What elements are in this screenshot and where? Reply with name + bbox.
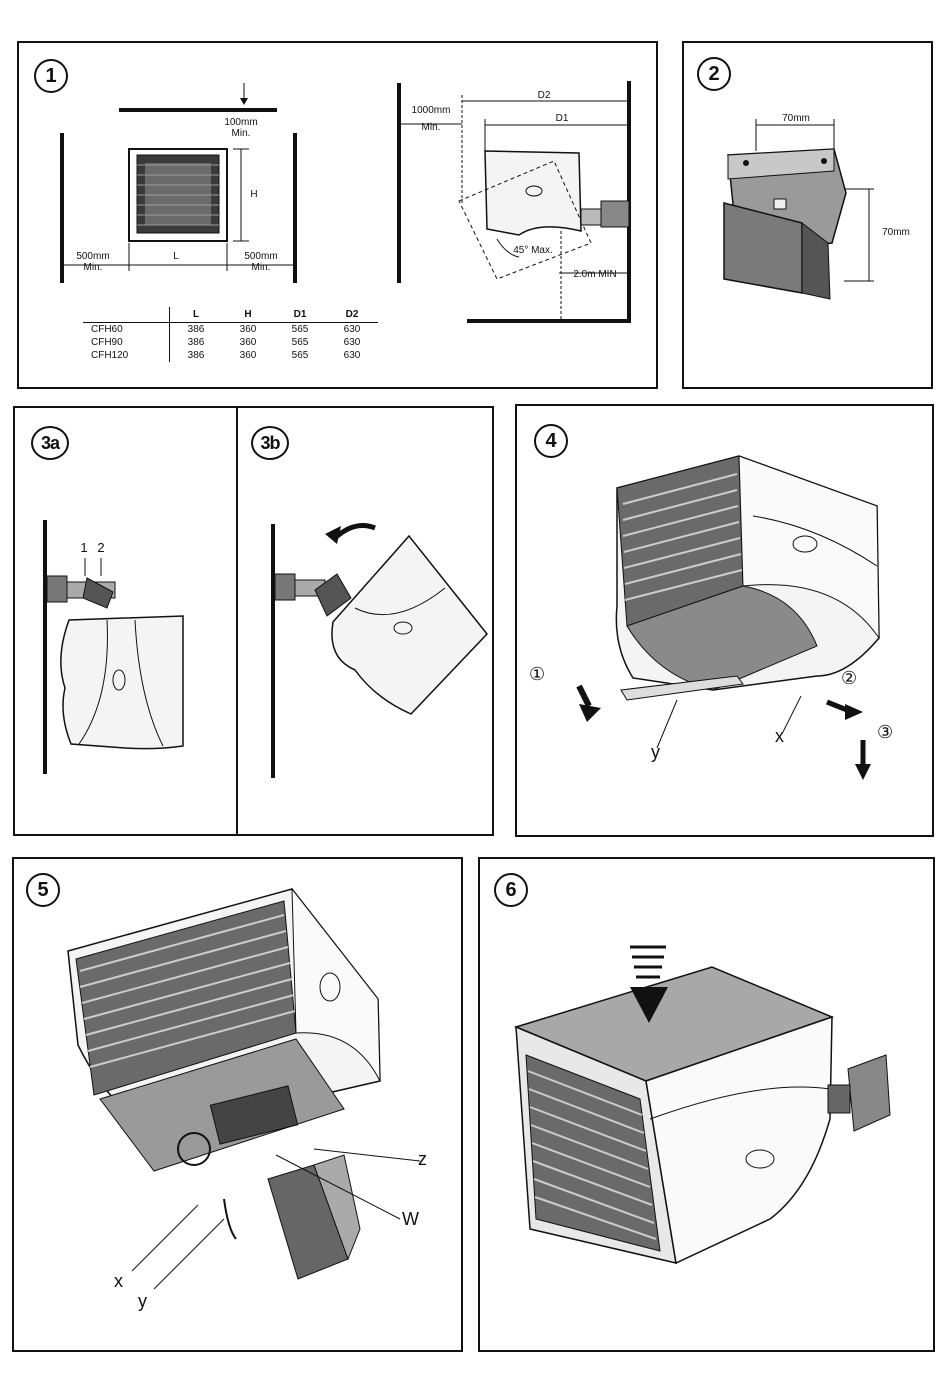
right-clearance-label: 500mm Min. — [233, 251, 289, 273]
height-label: H — [247, 189, 261, 200]
step-3-marker: ③ — [877, 722, 893, 743]
panel-3: 3a 3b 1 2 — [13, 406, 494, 836]
pin-1-label: 1 — [77, 542, 91, 553]
bracket-height-label: 70mm — [874, 227, 918, 238]
label-y: y — [651, 742, 660, 763]
panel-6: 6 — [478, 857, 935, 1352]
step-badge-3b: 3b — [251, 426, 289, 460]
top-clearance-value: 100mm — [213, 117, 269, 128]
panel-4: 4 ① ② ③ y x — [515, 404, 934, 837]
table-cell: 360 — [222, 349, 274, 362]
table-header — [83, 307, 170, 323]
label-z: z — [418, 1149, 427, 1170]
step-badge-4: 4 — [534, 424, 568, 458]
table-cell: 360 — [222, 336, 274, 349]
left-clearance-min: Min. — [65, 262, 121, 273]
mounting-illustration — [15, 408, 494, 836]
wall-clearance-min: Min. — [403, 122, 459, 133]
table-cell: 386 — [170, 349, 223, 362]
table-header: H — [222, 307, 274, 323]
right-clearance-min: Min. — [233, 262, 289, 273]
top-clearance-label: 100mm Min. — [213, 117, 269, 139]
wall-clearance-value: 1000mm — [403, 105, 459, 116]
table-cell: 565 — [274, 336, 326, 349]
label-x: x — [775, 726, 784, 747]
pin-2-label: 2 — [94, 542, 108, 553]
panel-2: 2 70mm 70mm — [682, 41, 933, 389]
table-cell: 565 — [274, 349, 326, 362]
label-y: y — [138, 1291, 147, 1312]
step-badge-1: 1 — [34, 59, 68, 93]
step-badge-2: 2 — [697, 57, 731, 91]
table-cell: 386 — [170, 336, 223, 349]
table-row: CFH90 386 360 565 630 — [83, 336, 378, 349]
table-cell: 386 — [170, 323, 223, 337]
left-clearance-label: 500mm Min. — [65, 251, 121, 273]
step-badge-5: 5 — [26, 873, 60, 907]
floor-height-label: 2.0m MIN — [565, 269, 625, 280]
step-1-marker: ① — [529, 664, 545, 685]
table-header: D2 — [326, 307, 378, 323]
label-x: x — [114, 1271, 123, 1292]
grille-removal-illustration — [517, 406, 934, 837]
table-header-row: L H D1 D2 — [83, 307, 378, 323]
wall-clearance-label: 1000mm Min. — [403, 105, 459, 133]
table-cell: 565 — [274, 323, 326, 337]
reassembly-illustration — [480, 859, 935, 1352]
table-cell: CFH60 — [83, 323, 170, 337]
table-cell: CFH90 — [83, 336, 170, 349]
right-clearance-value: 500mm — [233, 251, 289, 262]
step-2-marker: ② — [841, 668, 857, 689]
table-cell: 630 — [326, 349, 378, 362]
table-cell: 630 — [326, 336, 378, 349]
table-cell: 360 — [222, 323, 274, 337]
table-row: CFH120 386 360 565 630 — [83, 349, 378, 362]
length-label: L — [169, 251, 183, 262]
table-row: CFH60 386 360 565 630 — [83, 323, 378, 337]
table-cell: CFH120 — [83, 349, 170, 362]
d1-label: D1 — [547, 113, 577, 124]
tilt-angle-label: 45° Max. — [503, 245, 563, 256]
bracket-width-label: 70mm — [774, 113, 818, 124]
panel-1: 1 — [17, 41, 658, 389]
step-badge-3a: 3a — [31, 426, 69, 460]
dimensions-table: L H D1 D2 CFH60 386 360 565 630 CFH90 38… — [83, 307, 378, 362]
table-header: D1 — [274, 307, 326, 323]
bracket-illustration — [684, 43, 933, 389]
table-header: L — [170, 307, 223, 323]
wiring-illustration — [14, 859, 463, 1352]
label-w: W — [402, 1209, 419, 1230]
step-badge-6: 6 — [494, 873, 528, 907]
d2-label: D2 — [529, 90, 559, 101]
panel-5: 5 z W x y — [12, 857, 463, 1352]
top-clearance-min: Min. — [213, 128, 269, 139]
table-cell: 630 — [326, 323, 378, 337]
left-clearance-value: 500mm — [65, 251, 121, 262]
